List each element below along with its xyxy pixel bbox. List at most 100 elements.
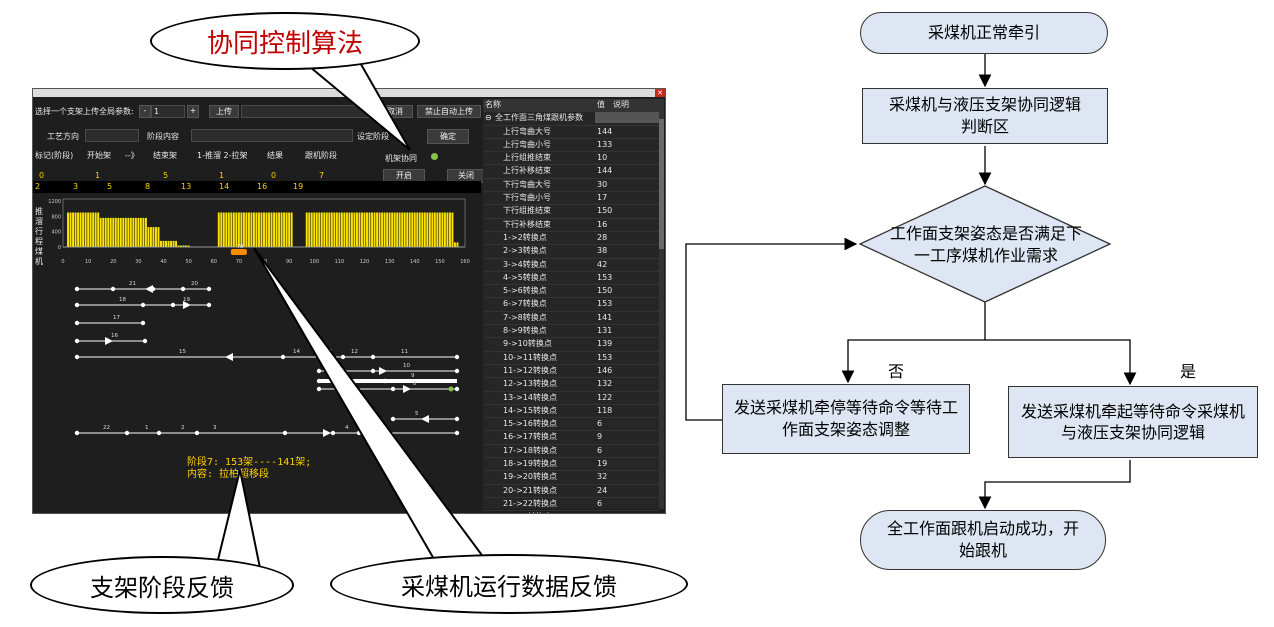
chart-bar	[265, 212, 268, 247]
x-tick-label: 60	[211, 259, 217, 265]
chart-bar	[149, 227, 152, 247]
stage-node	[282, 430, 288, 436]
chart-bar	[97, 212, 100, 247]
chart-bar	[69, 212, 72, 247]
stage-node	[454, 368, 460, 374]
stage-content-select[interactable]	[191, 129, 353, 142]
parameter-value: 153	[597, 272, 613, 282]
chart-bar	[109, 217, 112, 247]
stage-node	[280, 354, 286, 360]
parameter-name: 18->19转换点	[503, 459, 557, 469]
chart-bar	[416, 212, 419, 247]
increment-button[interactable]: +	[187, 105, 199, 118]
chart-bar	[350, 212, 353, 247]
chart-bar	[112, 217, 115, 247]
chart-bar	[242, 212, 245, 247]
stage-node	[194, 430, 200, 436]
chart-bar	[230, 212, 233, 247]
decrement-button[interactable]: -	[139, 105, 151, 118]
stage-node	[454, 354, 460, 360]
x-tick-label: 20	[110, 259, 116, 265]
start-support-label: 开始架	[87, 151, 111, 160]
collapse-icon[interactable]: ⊖	[485, 113, 492, 123]
parameter-group-row[interactable]: ⊖ 全工作面三角煤跟机参数	[483, 112, 659, 126]
stage-line-label: 12	[351, 349, 358, 355]
chart-bar	[275, 212, 278, 247]
flow-start-node: 采煤机正常牵引	[860, 12, 1108, 54]
arrow-text: --》	[125, 151, 139, 160]
support-number-input[interactable]: 1	[151, 105, 185, 118]
upload-button[interactable]: 上传	[209, 105, 239, 118]
stage-line-label: 1	[145, 425, 149, 431]
disable-auto-upload-button[interactable]: 禁止自动上传	[417, 105, 481, 118]
chart-bar	[348, 212, 351, 247]
stage-node	[316, 378, 322, 384]
stage-node	[454, 386, 460, 392]
chart-bar	[378, 212, 381, 247]
close-window-icon[interactable]: ✕	[655, 89, 665, 97]
chart-bar	[222, 212, 225, 247]
stage-number: 8	[145, 182, 151, 191]
chart-bar	[335, 212, 338, 247]
confirm-button[interactable]: 确定	[427, 129, 469, 144]
parameter-value: 118	[597, 405, 613, 415]
push-pull-label: 1-推溜 2-拉架	[197, 151, 248, 160]
stage-number: 14	[219, 182, 230, 191]
chart-bar	[371, 212, 373, 247]
chart-bar	[175, 240, 178, 247]
stage-node	[74, 320, 80, 326]
parameter-name: 10->11转换点	[503, 352, 557, 362]
stage-node	[370, 368, 376, 374]
parameter-value: 131	[597, 326, 613, 336]
parameter-row[interactable]: 22->1转换点14	[483, 511, 659, 513]
stage-marker-value: 1	[219, 171, 225, 180]
chart-bar	[180, 245, 183, 247]
x-tick-label: 50	[185, 259, 191, 265]
chart-bar	[315, 212, 318, 247]
parameter-list-scrollbar[interactable]	[659, 99, 664, 509]
chart-bar	[353, 212, 356, 247]
parameter-name: 上行弯曲大号	[503, 126, 551, 136]
x-tick-label: 110	[335, 259, 345, 265]
chart-bar	[310, 212, 313, 247]
stage-node	[74, 354, 80, 360]
chart-bar	[252, 212, 255, 247]
stage-node	[330, 430, 336, 436]
chart-bar	[408, 212, 411, 247]
chart-bar	[258, 212, 260, 247]
stage-node	[316, 386, 322, 392]
process-direction-select[interactable]	[85, 129, 139, 142]
chart-bar	[273, 212, 276, 247]
chart-bar	[225, 212, 228, 247]
